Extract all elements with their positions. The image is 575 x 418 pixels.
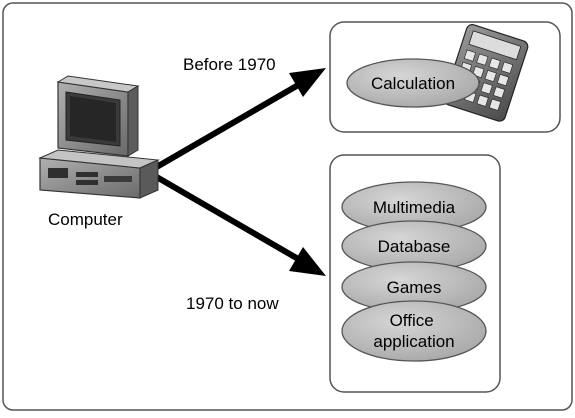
branch-label-before-1970: Before 1970 — [183, 55, 276, 74]
arrow-1970-to-now — [145, 169, 326, 276]
branch-label-1970-to-now: 1970 to now — [186, 294, 279, 313]
item-calculation-label: Calculation — [371, 74, 455, 93]
item-database: Database — [341, 220, 487, 272]
item-office-application: Office application — [341, 300, 487, 362]
item-calculation: Calculation — [346, 58, 480, 108]
computer-label: Computer — [48, 210, 123, 229]
item-multimedia: Multimedia — [341, 181, 487, 233]
arrow-before-1970 — [145, 68, 326, 175]
computer-icon — [38, 75, 160, 199]
item-database-label: Database — [378, 237, 451, 256]
item-games-label: Games — [387, 278, 442, 297]
item-multimedia-label: Multimedia — [373, 198, 456, 217]
item-office-application-label: Office application — [373, 311, 454, 351]
item-games: Games — [341, 261, 487, 313]
